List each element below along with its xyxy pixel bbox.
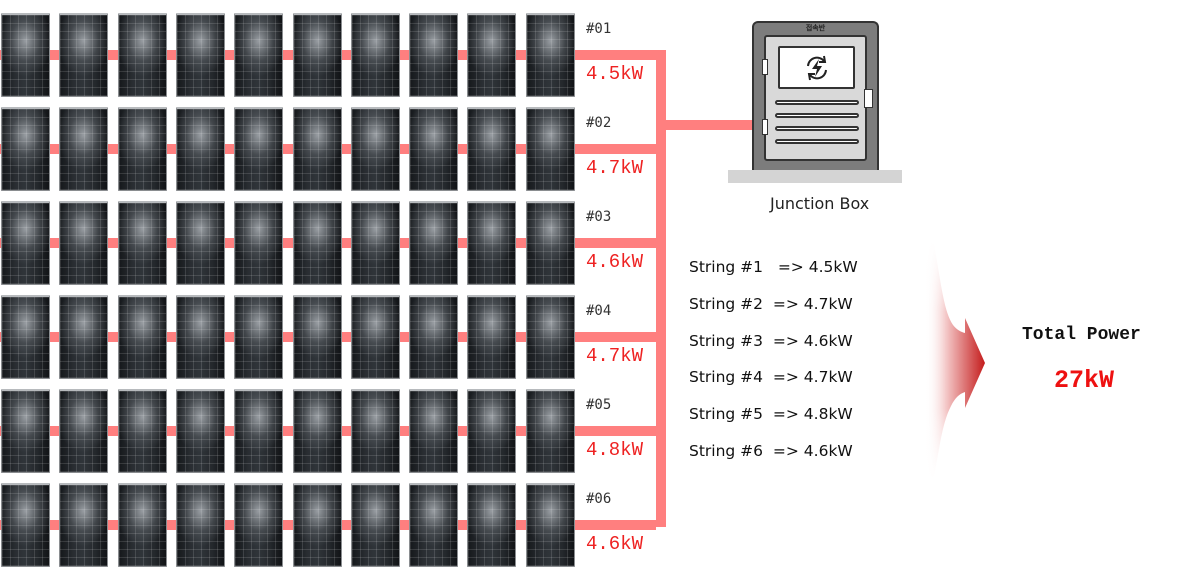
junction-box-display: [778, 46, 855, 89]
solar-panel: [525, 13, 575, 97]
solar-panel: [175, 107, 225, 191]
solar-panel: [292, 389, 342, 473]
solar-panel: [525, 107, 575, 191]
summary-line: String #6 => 4.6kW: [689, 442, 853, 460]
junction-box-korean-title: 접속반: [805, 24, 826, 32]
summary-line: String #5 => 4.8kW: [689, 405, 853, 424]
vent-slot: [775, 139, 859, 144]
solar-panel: [59, 201, 109, 285]
string-id-label: #01: [586, 21, 612, 37]
solar-panel: [59, 483, 109, 567]
solar-panel: [409, 13, 459, 97]
junction-box-door: [764, 35, 867, 161]
solar-panel: [117, 107, 167, 191]
solar-panel: [117, 13, 167, 97]
string-power-label: 4.6kW: [586, 533, 644, 555]
solar-panel: [59, 107, 109, 191]
solar-panel: [292, 483, 342, 567]
solar-panel: [409, 389, 459, 473]
string-id-label: #03: [586, 209, 612, 225]
solar-panel: [292, 13, 342, 97]
summary-line: String #4 => 4.7kW: [689, 368, 853, 387]
door-hinge-bottom: [762, 119, 768, 135]
junction-box-label: Junction Box: [770, 194, 870, 213]
solar-panel: [350, 389, 400, 473]
solar-panel: [525, 389, 575, 473]
door-handle: [864, 89, 873, 108]
solar-panel: [467, 107, 517, 191]
solar-panel: [234, 13, 284, 97]
string-power-label: 4.6kW: [586, 251, 644, 273]
solar-panel: [467, 483, 517, 567]
solar-panel: [234, 201, 284, 285]
solar-panel: [1, 13, 50, 97]
solar-panel: [409, 295, 459, 379]
string-power-label: 4.7kW: [586, 345, 644, 367]
solar-panel: [467, 201, 517, 285]
total-power-value: 27kW: [1054, 366, 1115, 395]
solar-panel: [350, 13, 400, 97]
solar-panel: [409, 107, 459, 191]
bus-bar-to-junction-box: [656, 120, 753, 130]
solar-panel: [59, 389, 109, 473]
solar-panel: [1, 295, 50, 379]
solar-panel: [525, 201, 575, 285]
solar-panel: [409, 201, 459, 285]
solar-panel: [117, 295, 167, 379]
solar-panel: [350, 107, 400, 191]
string-power-label: 4.7kW: [586, 157, 644, 179]
aggregation-arrow-icon: [925, 240, 995, 480]
string-power-label: 4.8kW: [586, 439, 644, 461]
string-id-label: #02: [586, 115, 612, 131]
solar-panel: [350, 295, 400, 379]
solar-panel: [59, 295, 109, 379]
solar-panel: [175, 389, 225, 473]
string-id-label: #04: [586, 303, 612, 319]
solar-panel: [234, 295, 284, 379]
junction-box: 접속반: [752, 21, 879, 170]
solar-panel: [409, 483, 459, 567]
string-id-label: #05: [586, 397, 612, 413]
string-power-label: 4.5kW: [586, 63, 644, 85]
solar-panel: [350, 483, 400, 567]
bus-bar-vertical: [656, 50, 666, 527]
solar-panel: [292, 201, 342, 285]
summary-line: String #2 => 4.7kW: [689, 294, 853, 313]
solar-panel: [467, 13, 517, 97]
summary-line: String #3 => 4.6kW: [689, 331, 853, 350]
door-hinge-top: [762, 59, 768, 75]
solar-panel: [1, 389, 50, 473]
string-id-label: #06: [586, 491, 612, 507]
solar-panel: [175, 295, 225, 379]
solar-panel: [467, 389, 517, 473]
solar-panel: [117, 483, 167, 567]
solar-panel: [292, 295, 342, 379]
solar-panel: [525, 483, 575, 567]
solar-panel: [59, 13, 109, 97]
solar-panel: [234, 107, 284, 191]
solar-panel: [175, 201, 225, 285]
solar-panel: [175, 13, 225, 97]
solar-panel: [292, 107, 342, 191]
solar-panel: [117, 389, 167, 473]
solar-panel: [117, 201, 167, 285]
total-power-label: Total Power: [1022, 325, 1141, 345]
solar-panel: [1, 483, 50, 567]
solar-panel: [234, 483, 284, 567]
solar-panel: [175, 483, 225, 567]
solar-panel: [1, 107, 50, 191]
vent-slot: [775, 113, 859, 118]
lightning-refresh-icon: [806, 55, 827, 80]
solar-panel: [1, 201, 50, 285]
summary-line: String #1 => 4.5kW: [689, 258, 858, 276]
vent-slot: [775, 126, 859, 131]
solar-panel: [350, 201, 400, 285]
junction-box-base: [728, 170, 902, 183]
vent-slot: [775, 100, 859, 105]
solar-panel: [467, 295, 517, 379]
solar-panel: [234, 389, 284, 473]
solar-panel: [525, 295, 575, 379]
